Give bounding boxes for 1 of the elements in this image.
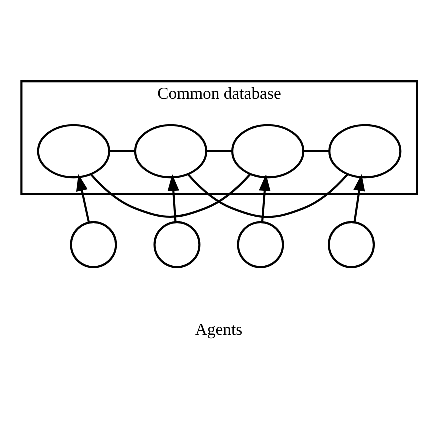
label: Agents xyxy=(194,320,242,339)
